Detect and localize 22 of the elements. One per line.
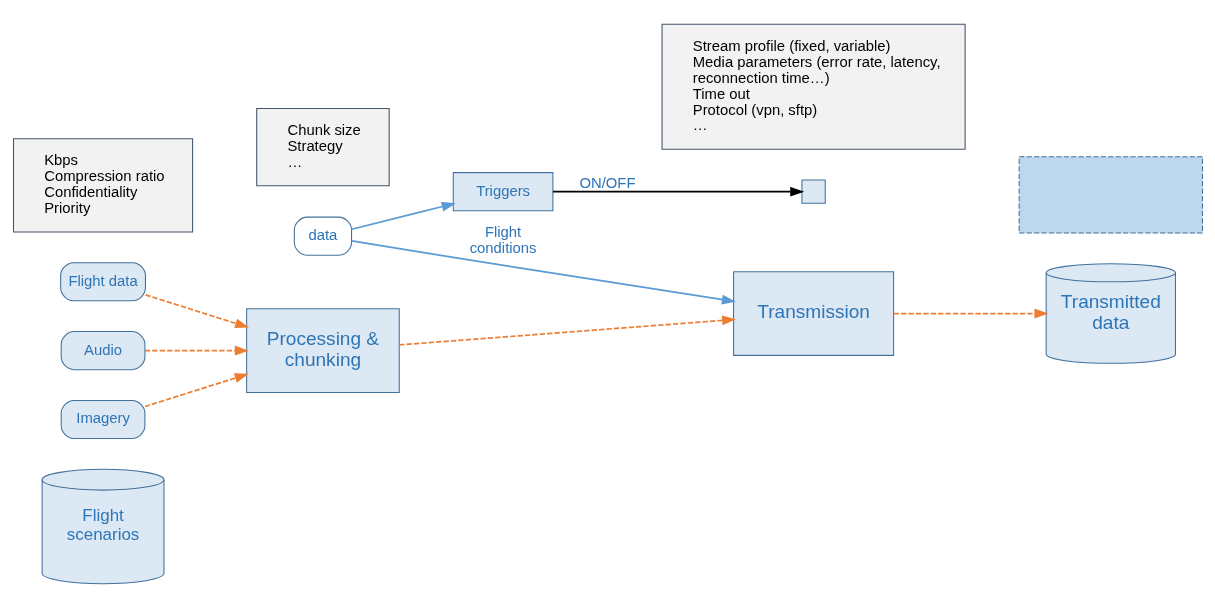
edge-label: Flight conditions: [469, 224, 536, 257]
arrow: [144, 294, 249, 329]
edge-label: ON/OFF: [578, 174, 635, 191]
node-box: Flight data: [59, 262, 146, 302]
node-box: Imagery: [60, 399, 145, 440]
node-box: Triggers: [452, 172, 553, 212]
node-box: [1018, 156, 1203, 234]
node-box: Transmission: [732, 271, 894, 356]
node-box: Audio: [60, 331, 145, 371]
arrow: [350, 239, 736, 305]
arrow: [892, 308, 1048, 319]
arrow: [397, 315, 736, 346]
arrow: [551, 186, 804, 197]
node-box: data: [293, 216, 352, 256]
node-box: Processing & chunking: [245, 308, 400, 393]
arrow: [143, 345, 249, 356]
node-box: Stream profile (fixed, variable) Media parameters (error rate, latency, reconnection time…) Time out Protocol (vpn, sftp) …: [661, 23, 966, 150]
node-box: Chunk size Strategy …: [255, 107, 390, 187]
arrow: [143, 373, 249, 408]
node-box: [800, 179, 826, 204]
node-box: Kbps Compression ratio Confidentiality Priority: [12, 138, 193, 233]
arrow: [350, 201, 456, 231]
